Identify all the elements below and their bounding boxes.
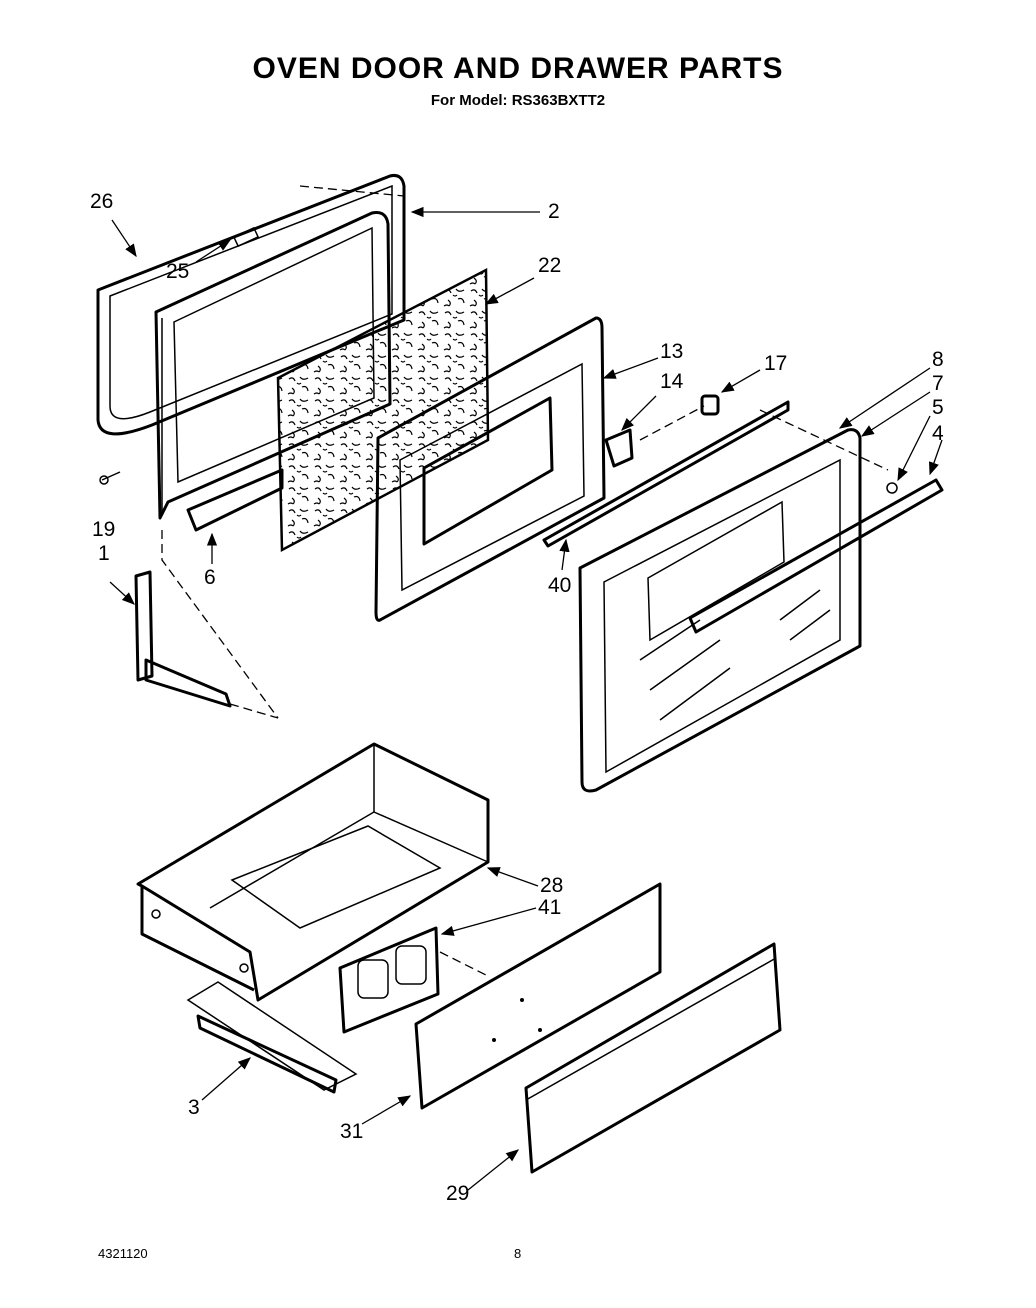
callout-5: 5 [932, 396, 944, 419]
part-29-drawer-front [524, 942, 782, 1174]
part-4-door-handle [688, 478, 944, 634]
part-6-bottom-bracket [186, 468, 284, 532]
part-13-door-liner [374, 316, 606, 622]
model-subtitle: For Model: RS363BXTT2 [430, 92, 606, 109]
callout-7: 7 [932, 372, 944, 395]
part-28-drawer [136, 742, 490, 1002]
callout-3: 3 [188, 1096, 200, 1119]
callout-22: 22 [538, 254, 561, 277]
callout-28: 28 [540, 874, 563, 897]
callout-4: 4 [932, 422, 944, 445]
callout-25: 25 [166, 260, 189, 283]
callout-26: 26 [90, 190, 113, 213]
callout-41: 41 [538, 896, 561, 919]
part-14-hinge-bracket [604, 428, 634, 468]
callout-8: 8 [932, 348, 944, 371]
page-number: 8 [514, 1246, 522, 1261]
part-7-8-outer-door [578, 428, 862, 793]
callout-1: 1 [98, 542, 110, 565]
part-19-screw [99, 471, 121, 485]
part-1-hinge [134, 570, 232, 708]
part-26-door-gasket [96, 174, 406, 436]
part-31-drawer-panel [414, 882, 662, 1110]
part-41-drawer-bracket [338, 926, 440, 1034]
document-number: 4321120 [98, 1246, 148, 1261]
callout-13: 13 [660, 340, 683, 363]
part-40-rail [542, 400, 790, 548]
callout-2: 2 [548, 200, 560, 223]
part-3-drawer-slide [196, 1014, 338, 1094]
part-25-clip [232, 226, 260, 248]
callout-6: 6 [204, 566, 216, 589]
callout-14: 14 [660, 370, 684, 393]
part-5-screw [886, 482, 898, 494]
callout-31: 31 [340, 1120, 363, 1143]
callout-29: 29 [446, 1182, 469, 1205]
drawer-floor-panel [186, 981, 358, 1091]
part-22-insulation [276, 267, 490, 553]
callout-19: 19 [92, 518, 115, 541]
part-17-bumper [700, 394, 720, 416]
callout-17: 17 [764, 352, 787, 375]
page-title: OVEN DOOR AND DRAWER PARTS [252, 52, 784, 85]
callout-40: 40 [548, 574, 571, 597]
